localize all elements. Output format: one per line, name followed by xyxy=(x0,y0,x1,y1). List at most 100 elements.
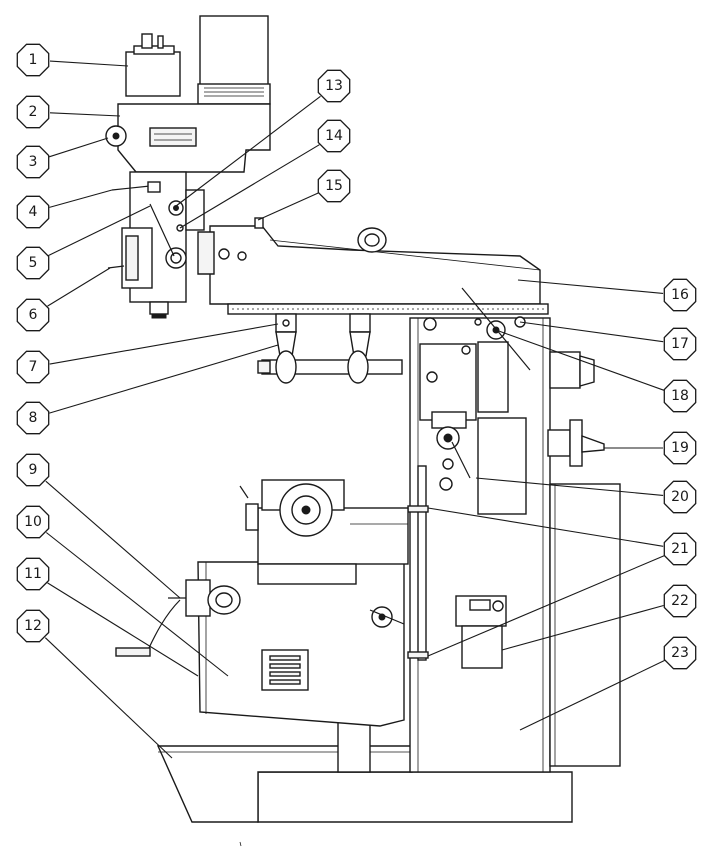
knee-crank-housing xyxy=(185,579,211,617)
callout-8: 8 xyxy=(16,344,279,435)
callout-badge xyxy=(16,505,50,539)
power-feed-unit xyxy=(477,417,527,515)
callout-number: 20 xyxy=(671,489,689,505)
callout-18: 18 xyxy=(495,329,697,413)
callout-leader-line xyxy=(427,555,665,657)
callout-12: 12 xyxy=(16,609,173,759)
callout-leader-line xyxy=(48,205,151,257)
callout-number: 21 xyxy=(671,541,689,557)
machine-base xyxy=(257,771,573,823)
callout-number: 13 xyxy=(325,78,343,94)
callout-11: 11 xyxy=(16,557,199,677)
callout-number: 19 xyxy=(671,440,689,456)
callout-number: 6 xyxy=(29,307,38,323)
callout-13: 13 xyxy=(175,69,351,207)
callout-badge xyxy=(16,298,50,332)
knee-crank-handle xyxy=(115,647,151,657)
callout-badge xyxy=(16,145,50,179)
callout-badge xyxy=(16,557,50,591)
callout-number: 2 xyxy=(29,104,38,120)
callout-14: 14 xyxy=(179,119,351,229)
callout-badge xyxy=(663,431,697,465)
callout-20: 20 xyxy=(475,477,697,514)
feed-gearbox xyxy=(419,343,477,421)
callout-badge xyxy=(317,69,351,103)
callout-leader-line xyxy=(519,321,664,343)
callout-16: 16 xyxy=(517,278,697,312)
callout-1: 1 xyxy=(16,43,129,77)
callout-leader-line xyxy=(49,112,121,117)
callout-badge xyxy=(663,278,697,312)
callout-number: 7 xyxy=(29,359,38,375)
callout-2: 2 xyxy=(16,95,121,129)
callout-number: 1 xyxy=(29,52,38,68)
callout-3: 3 xyxy=(16,137,109,179)
callout-number: 10 xyxy=(24,514,42,530)
callout-badge xyxy=(16,453,50,487)
callout-9: 9 xyxy=(16,453,181,599)
callout-5: 5 xyxy=(16,205,151,280)
callout-leader-line xyxy=(49,137,109,158)
callout-badge xyxy=(16,95,50,129)
callout-leader-line xyxy=(47,267,111,307)
milling-machine xyxy=(105,15,621,847)
callout-badge xyxy=(16,246,50,280)
column-handwheel-hub xyxy=(547,429,571,457)
callout-leader-line xyxy=(44,637,173,759)
callout-badge xyxy=(663,480,697,514)
callout-badge xyxy=(16,609,50,643)
callout-number: 15 xyxy=(325,178,343,194)
column-side-housing xyxy=(549,351,581,389)
callout-23: 23 xyxy=(519,636,697,731)
callout-number: 16 xyxy=(671,287,689,303)
callout-number: 18 xyxy=(671,388,689,404)
callout-number: 12 xyxy=(24,618,42,634)
callout-number: 4 xyxy=(29,204,38,220)
callout-badge xyxy=(317,119,351,153)
callout-7: 7 xyxy=(16,323,279,384)
table-bracket-right xyxy=(349,313,371,333)
callout-21: 21 xyxy=(427,507,697,657)
callout-number: 23 xyxy=(671,645,689,661)
callout-number: 5 xyxy=(29,255,38,271)
callout-number: 11 xyxy=(24,566,42,582)
callout-badge xyxy=(16,350,50,384)
callout-19: 19 xyxy=(604,431,697,465)
lube-reservoir xyxy=(461,625,503,669)
callout-number: 9 xyxy=(29,462,38,478)
callout-17: 17 xyxy=(519,321,697,361)
callout-leader-line xyxy=(45,532,229,677)
callout-leader-line xyxy=(501,604,664,651)
callout-badge xyxy=(317,169,351,203)
callout-badge xyxy=(16,43,50,77)
callout-badge xyxy=(663,584,697,618)
callout-leader-line xyxy=(47,582,199,677)
callout-leader-line xyxy=(495,329,665,391)
callout-leader-line xyxy=(179,144,320,229)
callout-4: 4 xyxy=(16,189,113,229)
callout-badge xyxy=(16,401,50,435)
callout-number: 22 xyxy=(671,593,689,609)
callout-15: 15 xyxy=(257,169,351,221)
drawbar-housing xyxy=(125,51,181,97)
gearbox-cover xyxy=(477,341,509,413)
callout-badge xyxy=(663,636,697,670)
callout-number: 8 xyxy=(29,410,38,426)
callout-22: 22 xyxy=(501,584,697,651)
callout-badge xyxy=(663,379,697,413)
callout-leader-line xyxy=(257,192,319,221)
callout-leader-line xyxy=(45,480,181,599)
callout-number: 17 xyxy=(671,336,689,352)
callout-leader-line xyxy=(475,477,664,496)
electrical-cabinet xyxy=(549,483,621,767)
spindle-nose xyxy=(149,301,169,315)
callout-leader-line xyxy=(49,60,129,67)
callout-badge xyxy=(663,532,697,566)
callout-leader-line xyxy=(175,95,321,207)
callout-number: 3 xyxy=(29,154,38,170)
spindle-motor xyxy=(199,15,269,97)
knee-pedestal xyxy=(337,719,371,773)
